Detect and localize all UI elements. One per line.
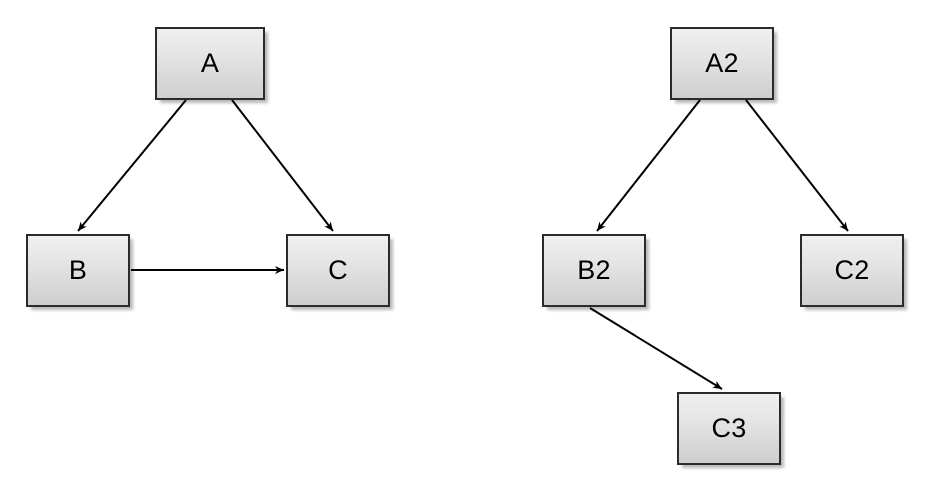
- edge-a-to-c[interactable]: [231, 99, 334, 232]
- node-label-b2: B2: [577, 255, 611, 285]
- node-b2[interactable]: B2: [542, 234, 646, 307]
- node-label-a2: A2: [705, 48, 739, 78]
- node-c[interactable]: C: [286, 234, 390, 307]
- node-label-c2: C2: [834, 255, 870, 285]
- node-a2[interactable]: A2: [670, 27, 774, 100]
- edge-a-to-b[interactable]: [77, 99, 187, 232]
- node-label-b: B: [68, 255, 88, 285]
- edge-b2-to-c3[interactable]: [589, 307, 723, 390]
- node-c2[interactable]: C2: [800, 234, 904, 307]
- node-label-c3: C3: [711, 413, 747, 443]
- node-b[interactable]: B: [26, 234, 130, 307]
- edges-group: [77, 99, 849, 390]
- edge-a2-to-b2[interactable]: [596, 99, 701, 232]
- node-label-a: A: [200, 48, 220, 78]
- edge-a2-to-c2[interactable]: [745, 99, 849, 232]
- node-a[interactable]: A: [155, 27, 265, 100]
- node-c3[interactable]: C3: [677, 392, 781, 465]
- node-label-c: C: [328, 255, 348, 285]
